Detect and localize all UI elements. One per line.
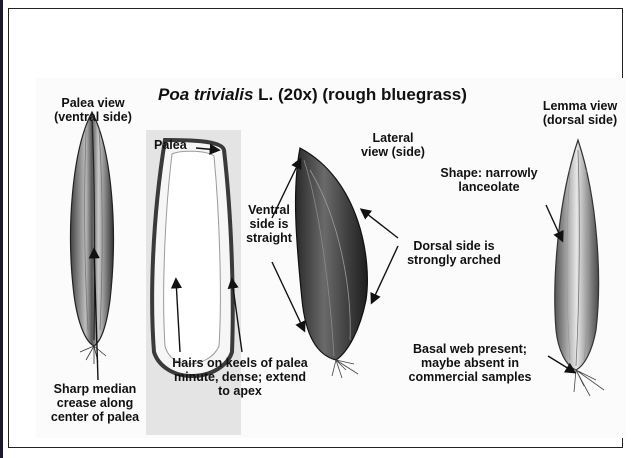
ventral-label: Ventral side is straight [238,203,300,245]
shape-line-2: lanceolate [430,180,548,194]
hairs-line-2: minute, dense; extend [157,370,323,384]
hairs-line-1: Hairs on keels of palea [157,356,323,370]
shape-label: Shape: narrowly lanceolate [430,166,548,194]
basal-line-3: commercial samples [400,370,540,384]
figure-title: Poa trivialis L. (20x) (rough bluegrass) [158,85,467,105]
lateral-view-label: Lateral view (side) [350,131,436,159]
hairs-label: Hairs on keels of palea minute, dense; e… [157,356,323,398]
lateral-line-1: Lateral [350,131,436,145]
dorsal-label: Dorsal side is strongly arched [398,239,510,267]
species-name: Poa trivialis [158,85,253,104]
basal-web-label: Basal web present; maybe absent in comme… [400,342,540,384]
ventral-line-2: side is [238,217,300,231]
lemma-view-line-2: (dorsal side) [532,113,628,127]
dorsal-line-1: Dorsal side is [398,239,510,253]
median-crease-label: Sharp median crease along center of pale… [42,382,148,424]
basal-line-1: Basal web present; [400,342,540,356]
ventral-line-1: Ventral [238,203,300,217]
palea-view-label: Palea view (ventral side) [40,96,146,124]
lemma-view-line-1: Lemma view [532,99,628,113]
lateral-line-2: view (side) [350,145,436,159]
hairs-line-3: to apex [157,384,323,398]
basal-line-2: maybe absent in [400,356,540,370]
ventral-line-3: straight [238,231,300,245]
palea-view-line-1: Palea view [40,96,146,110]
sharp-line-1: Sharp median [42,382,148,396]
shape-line-1: Shape: narrowly [430,166,548,180]
lemma-view-label: Lemma view (dorsal side) [532,99,628,127]
title-rest: L. (20x) (rough bluegrass) [253,85,466,104]
palea-view-line-2: (ventral side) [40,110,146,124]
sharp-line-2: crease along [42,396,148,410]
dorsal-line-2: strongly arched [398,253,510,267]
palea-label: Palea [154,138,187,152]
sharp-line-3: center of palea [42,410,148,424]
